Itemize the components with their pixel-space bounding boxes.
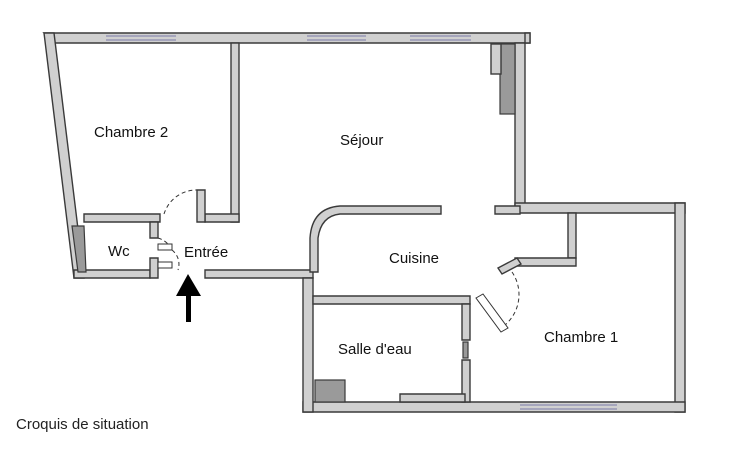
room-label-sejour: Séjour — [340, 132, 383, 149]
room-label-salle-eau: Salle d'eau — [338, 341, 412, 358]
shower-tray — [314, 379, 346, 403]
room-label-entree: Entrée — [184, 244, 228, 261]
room-label-chambre1: Chambre 1 — [544, 329, 618, 346]
duct-frame — [490, 43, 502, 75]
room-label-cuisine: Cuisine — [389, 250, 439, 267]
doors — [157, 189, 520, 333]
room-label-wc: Wc — [108, 243, 130, 260]
windows — [106, 35, 617, 410]
room-label-chambre2: Chambre 2 — [94, 124, 168, 141]
caption: Croquis de situation — [16, 416, 149, 433]
duct-top-right — [499, 43, 516, 115]
partition-black — [462, 341, 469, 359]
entrance-arrow-icon — [176, 274, 201, 322]
duct-wc — [71, 225, 87, 273]
walls — [42, 32, 686, 413]
